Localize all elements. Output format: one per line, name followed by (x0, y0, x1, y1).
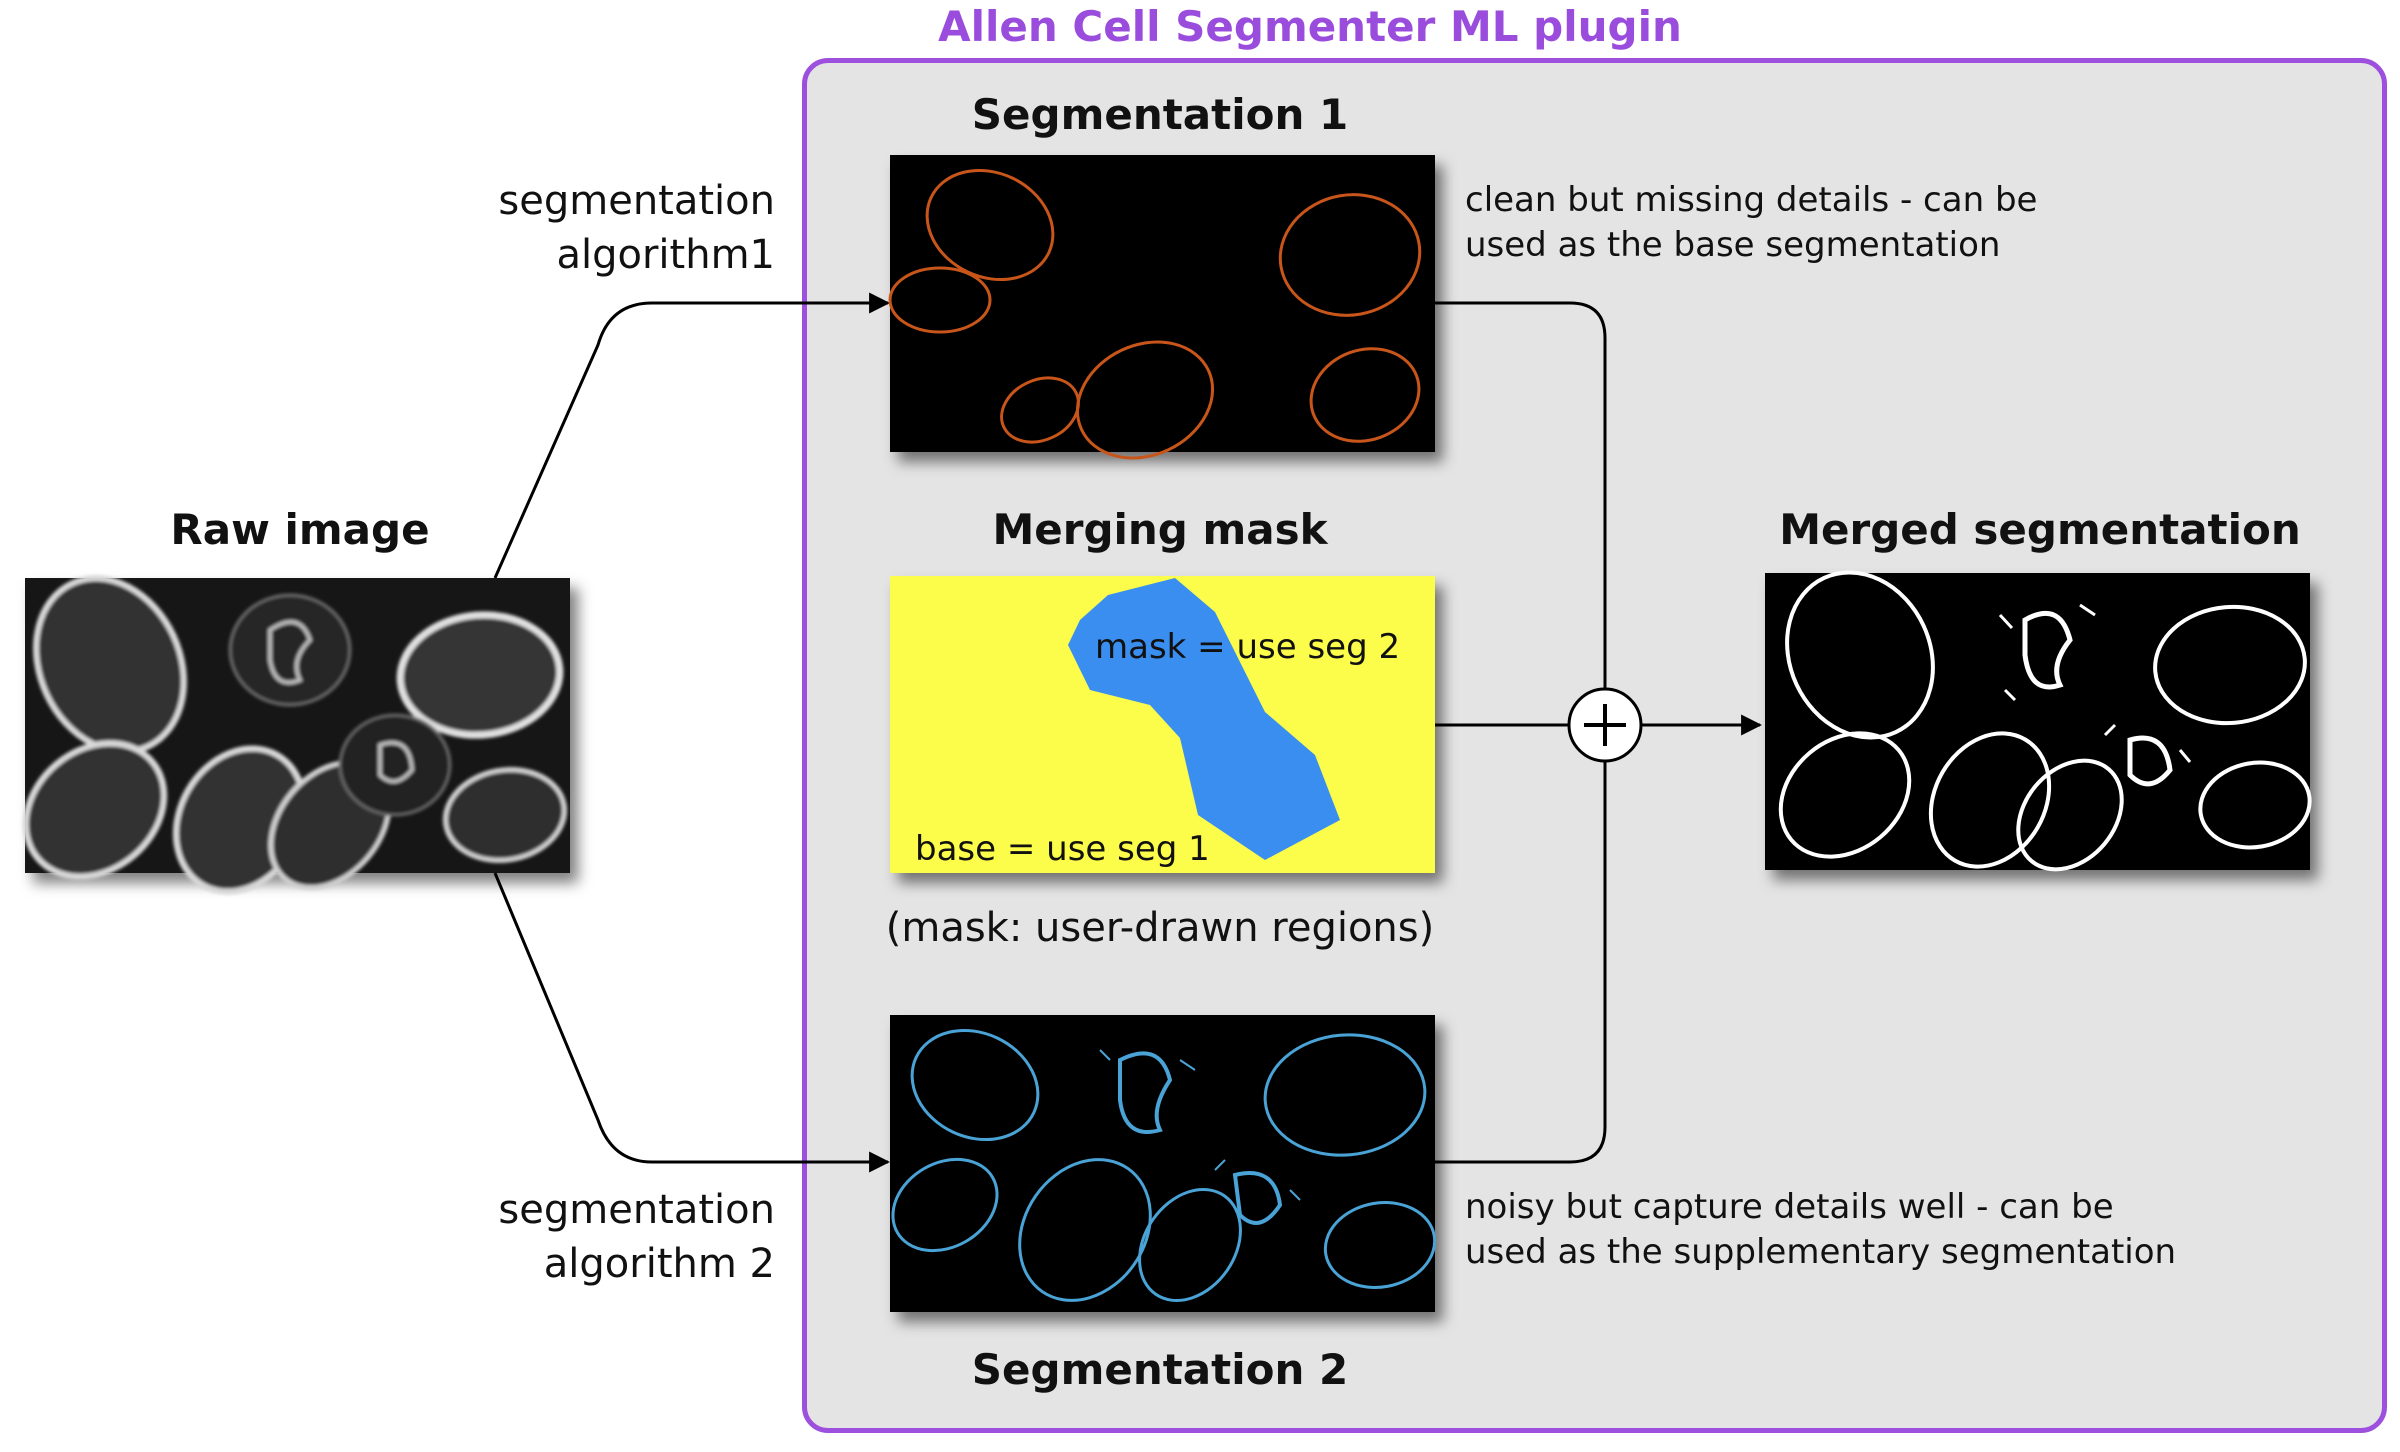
segmentation1-note: clean but missing details - can be used … (1465, 178, 2037, 268)
plugin-title: Allen Cell Segmenter ML plugin (938, 2, 1682, 51)
merged-segmentation-cells (1778, 570, 2312, 872)
segmentation1-label: Segmentation 1 (971, 90, 1349, 139)
segmentation1-image (890, 155, 1435, 452)
segmentation2-label: Segmentation 2 (971, 1345, 1349, 1394)
line-seg2-to-plus (1433, 752, 1607, 1164)
segmentation1-note-line1: clean but missing details - can be (1465, 180, 2038, 220)
segmentation2-note: noisy but capture details well - can be … (1465, 1185, 2176, 1275)
arrow-raw-to-seg2 (493, 872, 891, 1173)
segmentation2-note-line2: used as the supplementary segmentation (1465, 1232, 2177, 1272)
merging-mask-label: Merging mask (992, 505, 1328, 554)
raw-image-label: Raw image (170, 505, 430, 554)
segmentation1-cells (888, 168, 1422, 460)
merging-mask-mask-text: mask = use seg 2 (1095, 627, 1400, 667)
plus-operator-icon (1567, 687, 1643, 763)
merging-mask-caption: (mask: user-drawn regions) (885, 905, 1435, 951)
merging-mask-base-text: base = use seg 1 (915, 829, 1210, 869)
algorithm1-label-line2: algorithm1 (556, 232, 776, 278)
segmentation2-note-line1: noisy but capture details well - can be (1465, 1187, 2114, 1227)
algorithm2-label-line2: algorithm 2 (543, 1241, 775, 1287)
line-seg1-to-plus (1433, 301, 1607, 697)
algorithm1-label-line1: segmentation (498, 178, 775, 224)
segmentation1-note-line2: used as the base segmentation (1465, 225, 2001, 265)
algorithm2-label-line1: segmentation (498, 1187, 775, 1233)
raw-image-cells (22, 575, 568, 895)
segmentation2-cells (891, 1028, 1437, 1303)
arrow-raw-to-seg1 (493, 292, 891, 579)
merged-segmentation-label: Merged segmentation (1779, 505, 2301, 554)
merging-mask-region (1068, 578, 1340, 860)
segmentation2-image (890, 1015, 1435, 1312)
